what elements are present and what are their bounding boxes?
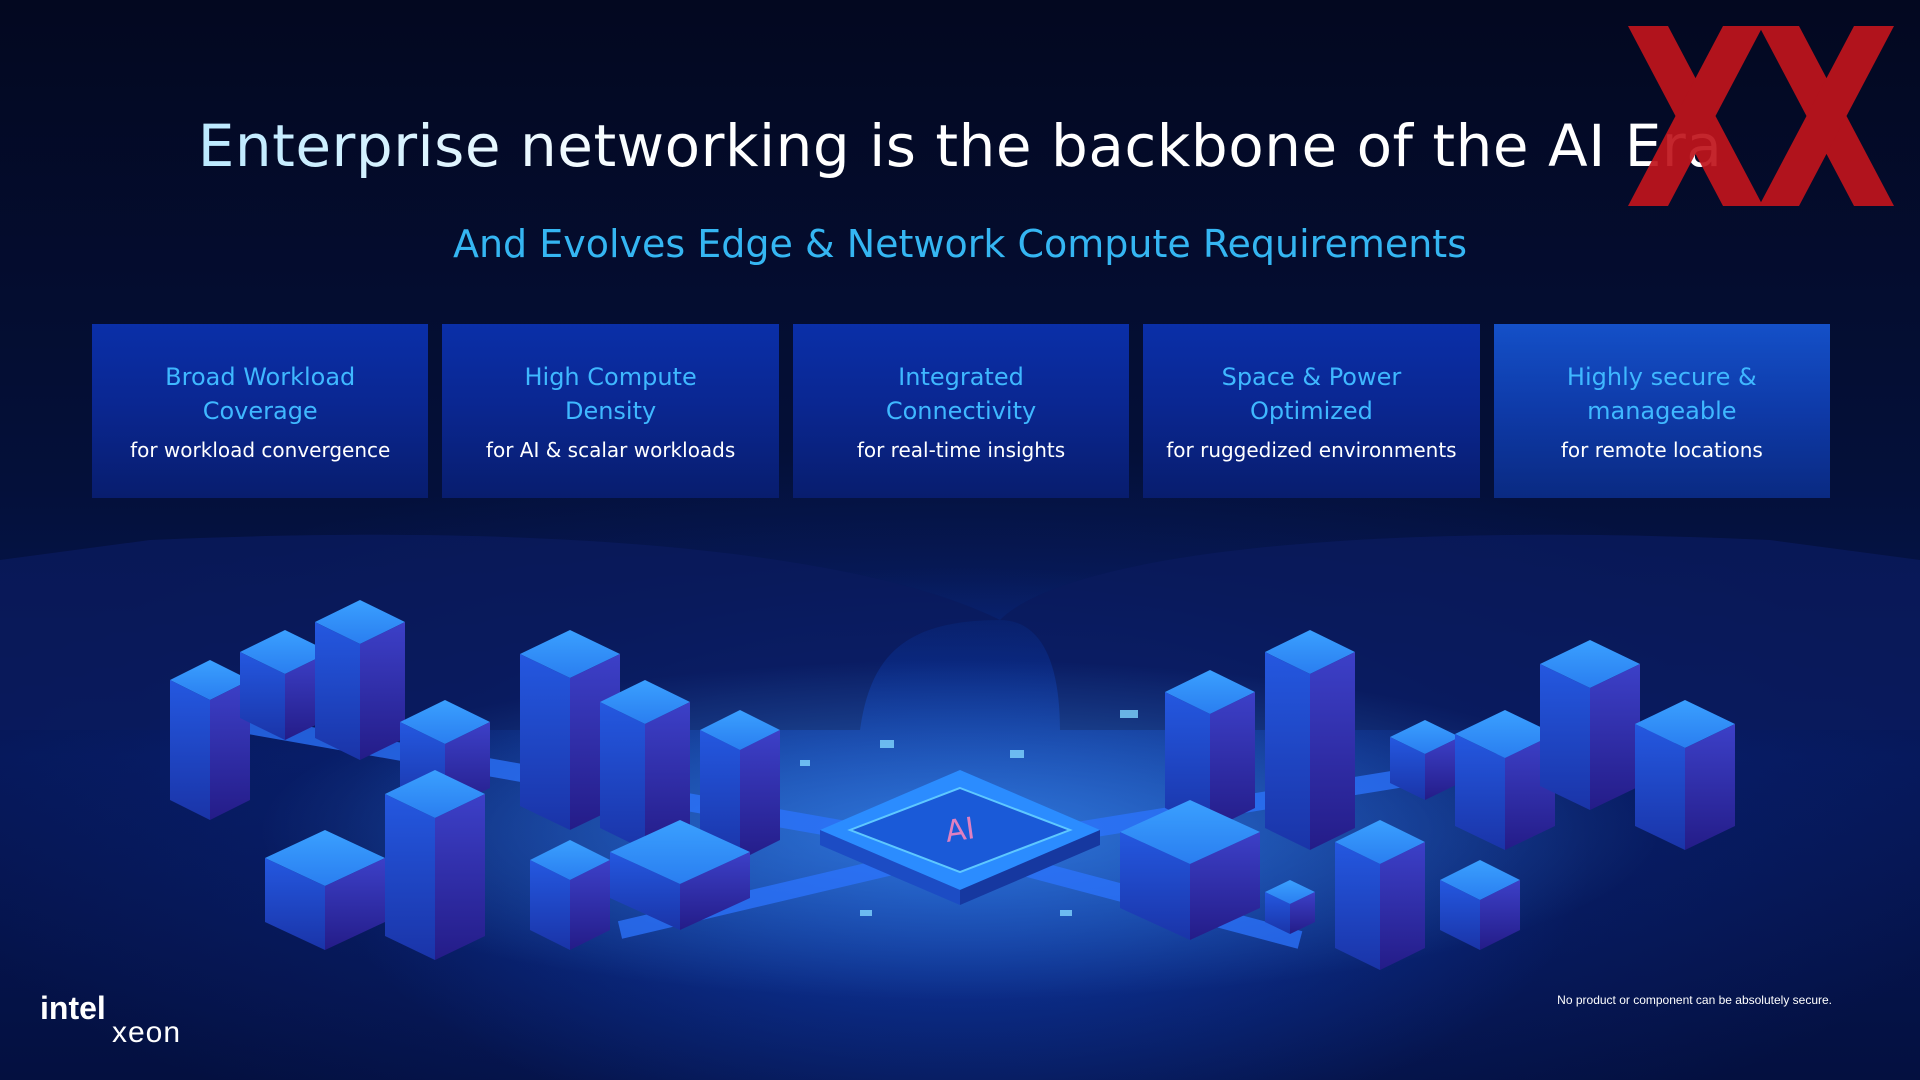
card-title-line: Density: [564, 397, 657, 425]
buildings-right: [1120, 630, 1735, 970]
card-title-line: Highly secure &: [1566, 363, 1757, 391]
feature-card-secure: Highly secure & manageable for remote lo…: [1493, 324, 1831, 498]
card-title-line: Broad Workload Coverage: [165, 363, 356, 425]
card-title-line: High Compute: [524, 363, 697, 391]
card-title-line: Connectivity: [885, 397, 1037, 425]
security-disclaimer: No product or component can be absolutel…: [1557, 993, 1832, 1007]
card-desc: for remote locations: [1560, 438, 1763, 462]
ai-chip: AI: [820, 770, 1100, 905]
xx-watermark-icon: [1628, 26, 1894, 206]
isometric-city-illustration: AI: [0, 534, 1920, 1000]
xeon-wordmark: xeon: [112, 1016, 182, 1049]
slide-title: Enterprise networking is the backbone of…: [0, 112, 1920, 180]
feature-card-space-power: Space & Power Optimized for ruggedized e…: [1143, 324, 1480, 498]
card-title: Highly secure & manageable: [1567, 360, 1757, 428]
card-title-line: manageable: [1587, 397, 1737, 425]
card-title-line: Space & Power Optimized: [1221, 363, 1402, 425]
intel-xeon-logo: intel xeon: [40, 990, 180, 1049]
slide-subtitle: And Evolves Edge & Network Compute Requi…: [452, 222, 1468, 266]
feature-card-compute: High Compute Density for AI & scalar wor…: [442, 324, 779, 498]
card-desc: for ruggedized environments: [1166, 438, 1457, 462]
card-title: High Compute Density: [524, 360, 696, 428]
chip-label: AI: [943, 811, 977, 850]
card-title: Space & Power Optimized: [1157, 360, 1465, 428]
feature-cards: Broad Workload Coverage for workload con…: [92, 324, 1831, 498]
intel-wordmark: intel: [40, 990, 106, 1026]
buildings-left: [170, 600, 780, 960]
card-title-line: Integrated: [898, 363, 1024, 391]
feature-card-connectivity: Integrated Connectivity for real-time in…: [792, 324, 1130, 498]
card-title: Broad Workload Coverage: [106, 360, 414, 428]
card-desc: for workload convergence: [130, 438, 391, 462]
card-title: Integrated Connectivity: [886, 360, 1036, 428]
feature-card-workload: Broad Workload Coverage for workload con…: [92, 324, 429, 498]
card-desc: for real-time insights: [856, 438, 1066, 462]
card-desc: for AI & scalar workloads: [485, 438, 736, 462]
data-dots: [800, 710, 1138, 916]
